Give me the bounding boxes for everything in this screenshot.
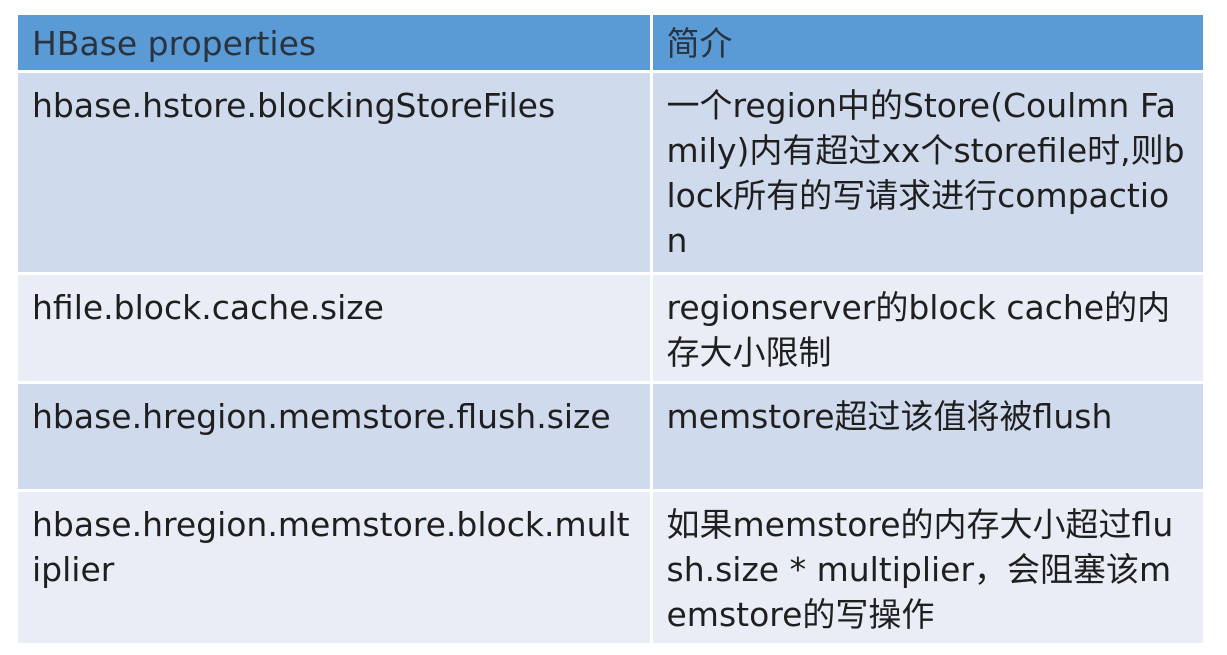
description-cell: memstore超过该值将被flush — [651, 382, 1203, 492]
header-description: 简介 — [651, 15, 1203, 73]
table-header: HBase properties 简介 — [18, 15, 1203, 73]
header-property: HBase properties — [18, 15, 653, 73]
description-cell: 如果memstore的内存大小超过flush.size * multiplier… — [651, 490, 1203, 646]
property-cell: hfile.block.cache.size — [18, 273, 653, 384]
property-cell: hbase.hregion.memstore.block.multiplier — [18, 490, 653, 646]
table-row: hfile.block.cache.size regionserver的bloc… — [18, 273, 1203, 384]
table-row: hbase.hstore.blockingStoreFiles 一个region… — [18, 71, 1203, 275]
table-row: hbase.hregion.memstore.flush.size memsto… — [18, 382, 1203, 492]
hbase-properties-table: HBase properties 简介 hbase.hstore.blockin… — [18, 15, 1203, 646]
property-cell: hbase.hregion.memstore.flush.size — [18, 382, 653, 492]
property-cell: hbase.hstore.blockingStoreFiles — [18, 71, 653, 275]
table-row: hbase.hregion.memstore.block.multiplier … — [18, 490, 1203, 646]
table-body: hbase.hstore.blockingStoreFiles 一个region… — [18, 71, 1203, 646]
description-cell: 一个region中的Store(Coulmn Family)内有超过xx个sto… — [651, 71, 1203, 275]
description-cell: regionserver的block cache的内存大小限制 — [651, 273, 1203, 384]
header-row: HBase properties 简介 — [18, 15, 1203, 73]
